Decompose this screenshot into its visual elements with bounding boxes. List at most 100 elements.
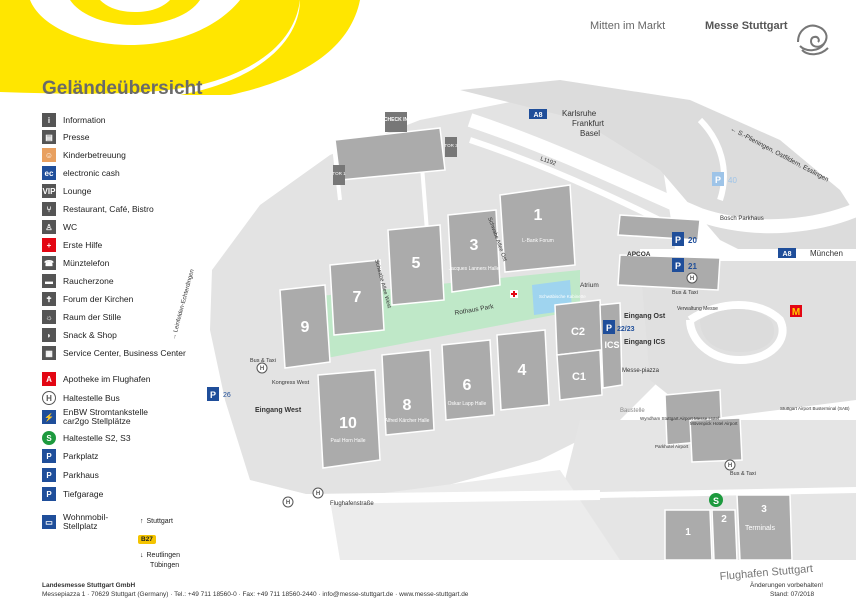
legend-item: ▦Service Center, Business Center (42, 345, 186, 361)
hall-ics-label: ICS (604, 340, 619, 350)
hall-7 (329, 259, 385, 336)
svg-text:P: P (715, 175, 721, 185)
terminal-2-label: 2 (721, 514, 727, 525)
svg-text:S: S (713, 496, 719, 506)
svg-text:P: P (675, 235, 681, 245)
svg-text:H: H (286, 500, 290, 506)
legend-label: WC (63, 221, 78, 232)
page-title: Geländeübersicht (42, 78, 203, 99)
messe-logo-icon (797, 24, 829, 56)
terminals-label: Terminals (745, 525, 775, 532)
l1192-label: L1192 (539, 156, 557, 167)
karlsruhe-label: Karlsruhe (562, 109, 597, 118)
basel-label: Basel (580, 129, 600, 138)
svg-text:P: P (606, 323, 612, 333)
p22-label: 22/23 (617, 326, 635, 333)
charging-icon: ⚡ (42, 410, 56, 424)
hall-10 (317, 369, 381, 469)
terminal-3 (736, 494, 793, 561)
legend-label: Restaurant, Café, Bistro (63, 203, 154, 214)
yellow-swirl (0, 0, 856, 95)
hall-8 (381, 349, 435, 436)
arrow-up-icon: ↑ (140, 518, 144, 525)
svg-text:H: H (260, 366, 264, 372)
tor3-label: TOR 3 (444, 143, 458, 148)
childcare-icon: ☺ (42, 148, 56, 162)
bus-stops (256, 272, 736, 508)
legend-item: ec electronic cash (42, 165, 120, 181)
hall-9-label: 9 (301, 319, 310, 336)
legend-label: Haltestelle Bus (63, 392, 120, 403)
b27-badge: B27 (138, 535, 156, 544)
legend-item: P Parkplatz (42, 448, 98, 464)
legend-item: ⚡EnBW Stromtankstelle car2go Stellplätze (42, 408, 173, 426)
footer-address: Messepiazza 1 · 70629 Stuttgart (Germany… (42, 591, 469, 598)
leinfelden-label: → Leinfelden-Echterdingen (171, 269, 196, 341)
verwaltung-label: Verwaltung Messe (677, 306, 718, 312)
hall-4-label: 4 (518, 362, 527, 379)
footer-company: Landesmesse Stuttgart GmbH (42, 582, 136, 589)
legend-label: Raum der Stille (63, 311, 122, 322)
legend-label: Parkplatz (63, 450, 99, 461)
muenchen-label: München (810, 249, 843, 258)
svg-text:H: H (316, 491, 320, 497)
eingang-ics-label: Eingang ICS (624, 339, 666, 346)
route-reutlingen-label: Reutlingen (146, 552, 180, 559)
legend-label: Information (63, 114, 106, 125)
buttermilch-label: Stuttgart Airport Busterminal (SAB) (780, 406, 850, 411)
hall-6 (441, 339, 495, 421)
route-stuttgart: ↑ Stuttgart (140, 518, 173, 525)
eingang-west-label: Eingang West (255, 407, 302, 414)
hall-10-sublabel: Paul Horn Halle (330, 438, 365, 444)
parking-icon: P (42, 449, 56, 463)
schwabenkabinett-label: Schwäbische Kabinette (539, 294, 586, 299)
hall-9 (279, 284, 331, 369)
legend-label: Münztelefon (63, 257, 110, 268)
bus-stop-icon: H (42, 391, 56, 405)
hall-10-label: 10 (339, 415, 357, 432)
hall-6-sublabel: Oskar Lapp Halle (448, 401, 487, 407)
eingang-ost-label: Eingang Ost (624, 313, 666, 320)
ec-icon: ec (42, 166, 56, 180)
kongress-west-label: Kongress West (272, 380, 310, 386)
flughafen-label: Flughafen Stuttgart (719, 563, 813, 583)
hall-7-label: 7 (353, 289, 362, 306)
wc-icon: ♙ (42, 220, 56, 234)
messepiazza-label: Messe-piazza (622, 368, 660, 374)
camper-icon: ▭ (42, 515, 56, 529)
p40-label: 40 (728, 176, 737, 185)
legend-label: Wohnmobil-Stellplatz (63, 512, 109, 531)
parking-garage-icon: P (42, 468, 56, 482)
tor1-label: TOR 1 (332, 171, 346, 176)
hall-8-label: 8 (403, 397, 412, 414)
hall-c2-label: C2 (571, 326, 585, 338)
route-tuebingen: Tübingen (150, 562, 179, 569)
pharmacy-icon: A (42, 372, 56, 386)
legend-item: ☺Kinderbetreuung (42, 147, 126, 163)
snack-icon: ◗ (42, 328, 56, 342)
info-icon: i (42, 113, 56, 127)
legend-item: ♙ WC (42, 219, 77, 235)
terminal-2 (711, 509, 738, 561)
p21-label: 21 (688, 262, 697, 271)
hall-c1-label: C1 (572, 371, 586, 383)
p26-label: 26 (223, 392, 231, 399)
hall-1-label: 1 (534, 207, 543, 224)
service-icon: ▦ (42, 346, 56, 360)
apcoa-label: APCOA (627, 251, 651, 258)
legend-item: P Parkhaus (42, 467, 99, 483)
legend-label: Parkhaus (63, 469, 99, 480)
svg-text:M: M (792, 307, 800, 318)
hall-4 (496, 329, 550, 411)
silence-icon: ☼ (42, 310, 56, 324)
route-reutlingen: ↓ Reutlingen (140, 552, 180, 559)
legend-label: electronic cash (63, 167, 120, 178)
legend-label: Lounge (63, 185, 92, 196)
hall-1 (499, 184, 576, 273)
svg-text:P: P (675, 261, 681, 271)
sbahn-icon: S (42, 431, 56, 445)
